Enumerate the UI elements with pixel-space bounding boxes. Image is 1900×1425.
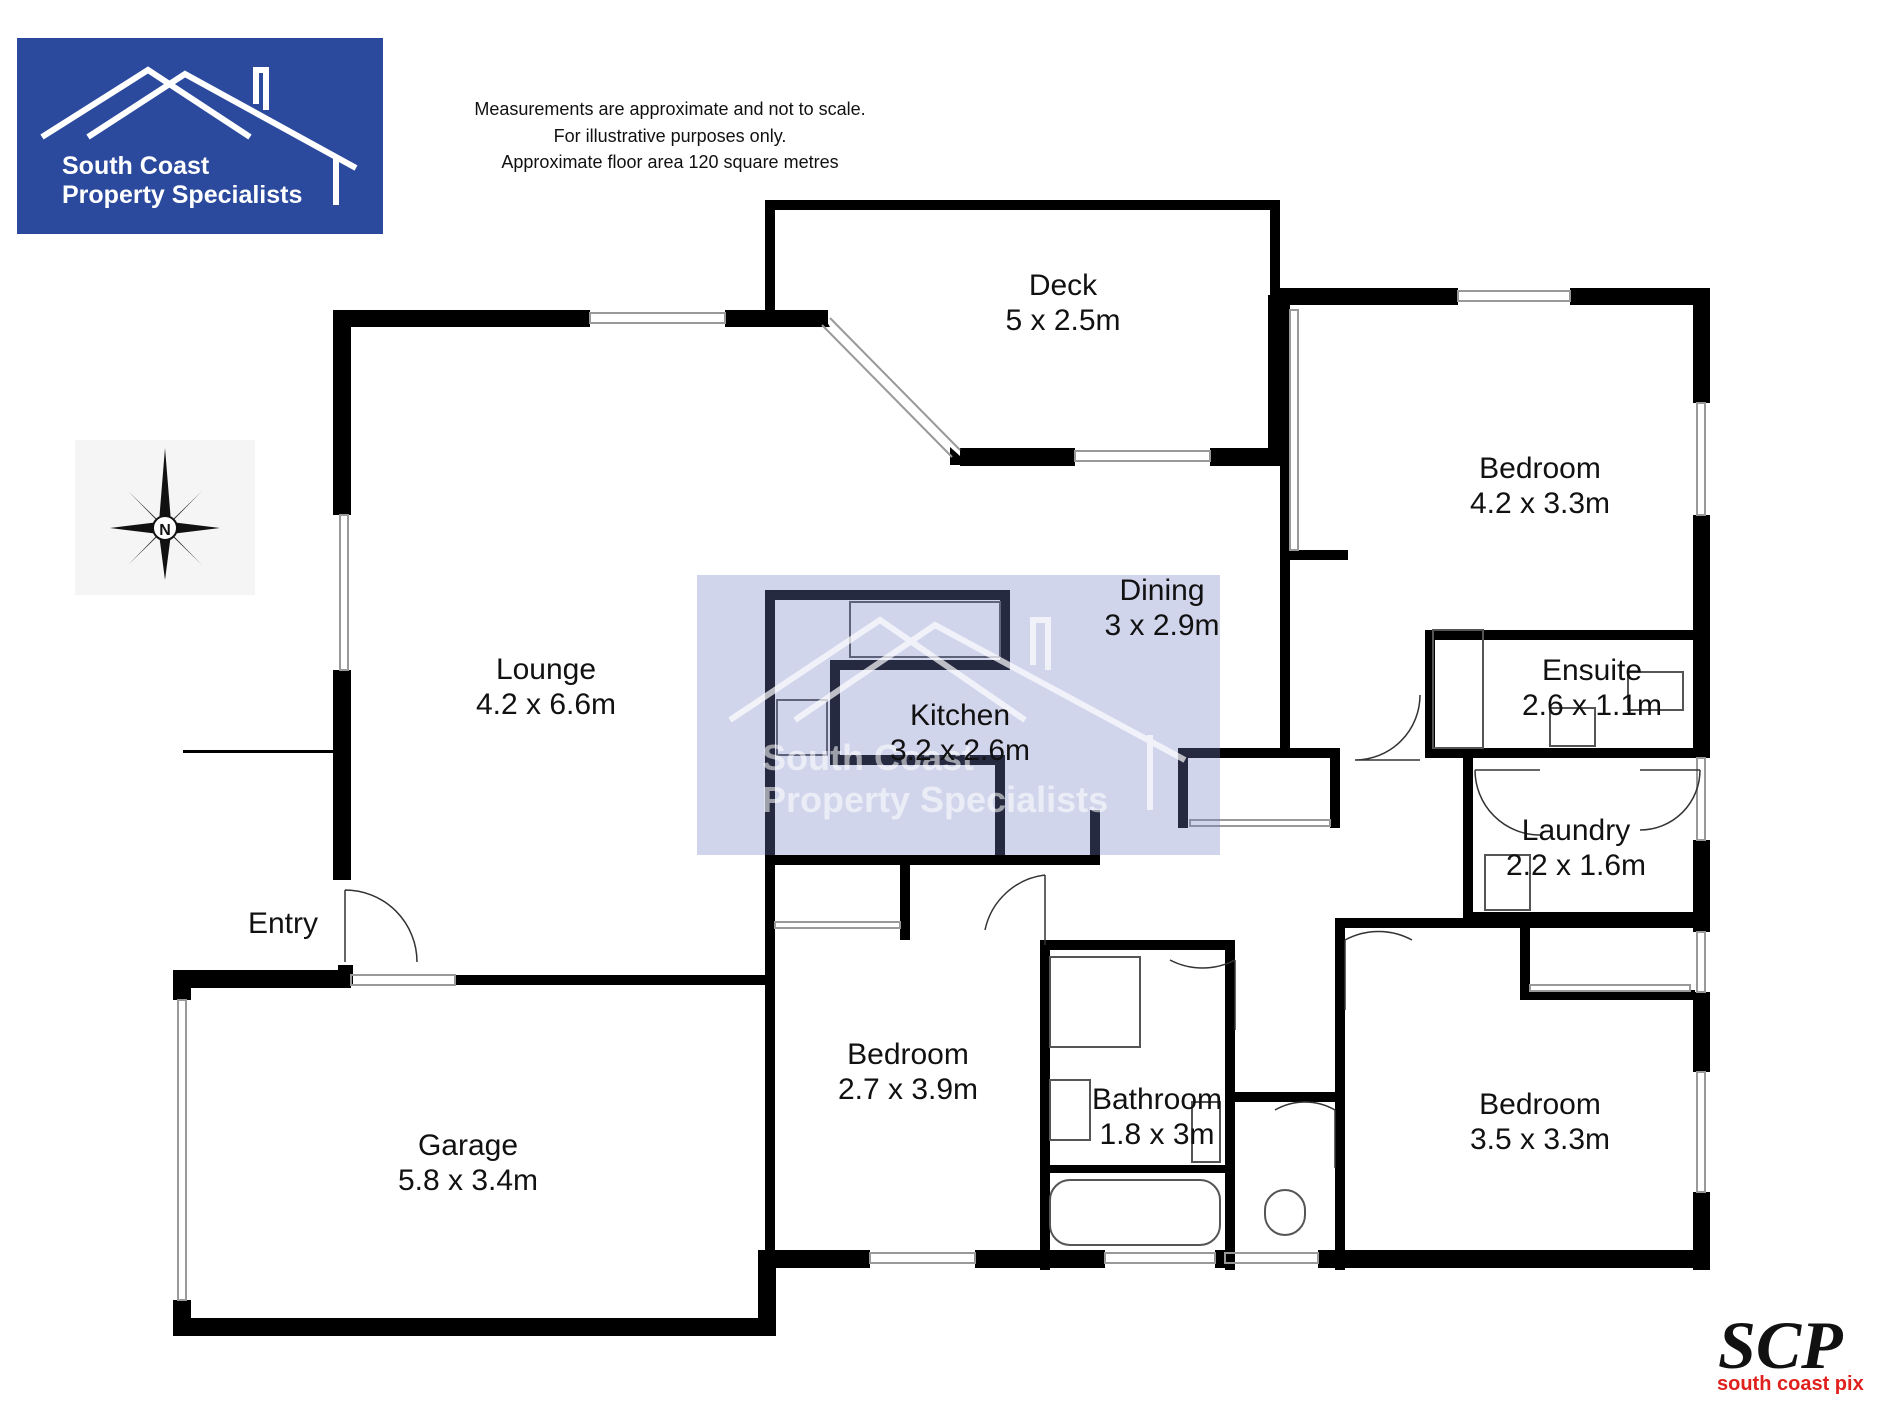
watermark-line-2: Property Specialists [762, 779, 1108, 820]
watermark-line-1: South Coast [762, 737, 974, 778]
note-line-3: Approximate floor area 120 square metres [501, 152, 838, 172]
disclaimer-notes: Measurements are approximate and not to … [474, 99, 865, 172]
compass-north-label: N [159, 522, 171, 539]
door-swings [344, 694, 1701, 1168]
compass-icon: N [75, 440, 255, 595]
note-line-2: For illustrative purposes only. [554, 126, 787, 146]
deck-size: 5 x 2.5m [1005, 304, 1120, 337]
footer-logo: SCP south coast pix [1717, 1307, 1864, 1395]
bedroom-1-size: 4.2 x 3.3m [1470, 487, 1610, 520]
footer-logo-mark: SCP [1718, 1307, 1843, 1383]
garage-name: Garage [418, 1129, 518, 1162]
watermark: South Coast Property Specialists [697, 575, 1220, 855]
ensuite-name: Ensuite [1542, 654, 1642, 687]
ensuite-size: 2.6 x 1.1m [1522, 689, 1662, 722]
lounge-name: Lounge [496, 653, 596, 686]
note-line-1: Measurements are approximate and not to … [474, 99, 865, 119]
logo-line-2: Property Specialists [62, 181, 302, 209]
garage-size: 5.8 x 3.4m [398, 1164, 538, 1197]
dining-name: Dining [1119, 574, 1204, 607]
bedroom-3-name: Bedroom [1479, 1088, 1601, 1121]
kitchen-name: Kitchen [910, 699, 1010, 732]
room-labels: Deck 5 x 2.5m Lounge 4.2 x 6.6m Dining 3… [248, 269, 1662, 1197]
laundry-name: Laundry [1522, 814, 1630, 847]
kitchen-size: 3.2 x 2.6m [890, 734, 1030, 767]
dining-size: 3 x 2.9m [1104, 609, 1219, 642]
footer-logo-subtitle: south coast pix [1717, 1373, 1864, 1395]
logo-line-1: South Coast [62, 152, 210, 180]
laundry-size: 2.2 x 1.6m [1506, 849, 1646, 882]
lounge-size: 4.2 x 6.6m [476, 688, 616, 721]
bedroom-2-size: 2.7 x 3.9m [838, 1073, 978, 1106]
bathroom-size: 1.8 x 3m [1099, 1118, 1214, 1151]
entry-name: Entry [248, 907, 318, 940]
bathroom-name: Bathroom [1092, 1083, 1222, 1116]
walls [173, 200, 1710, 1336]
bedroom-2-name: Bedroom [847, 1038, 969, 1071]
windows [177, 290, 1706, 1301]
deck-name: Deck [1029, 269, 1098, 302]
bedroom-3-size: 3.5 x 3.3m [1470, 1123, 1610, 1156]
company-logo: South Coast Property Specialists [17, 38, 383, 234]
bedroom-1-name: Bedroom [1479, 452, 1601, 485]
